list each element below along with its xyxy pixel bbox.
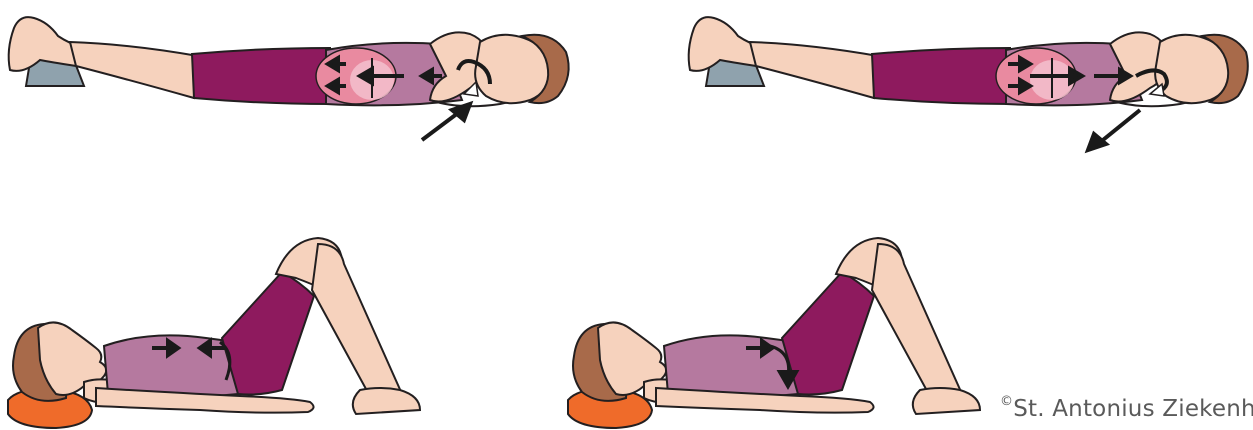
copyright-notice: ©St. Antonius Ziekenhu: [1000, 396, 1253, 422]
legs: [70, 42, 198, 98]
legs: [750, 42, 878, 98]
bodysuit: [872, 48, 1010, 104]
bodysuit: [192, 48, 330, 104]
copyright-text: St. Antonius Ziekenhu: [1013, 396, 1253, 422]
torso: [664, 335, 798, 397]
foot: [913, 388, 980, 414]
panel-prone-inhale: [0, 0, 600, 160]
bodysuit: [222, 272, 314, 395]
shin: [872, 244, 962, 400]
shin: [312, 244, 402, 400]
panel-supine-inhale: [0, 230, 440, 430]
foot: [353, 388, 420, 414]
panel-prone-exhale: [680, 0, 1253, 160]
panel-supine-exhale: [560, 230, 1000, 430]
copyright-symbol: ©: [1000, 394, 1013, 409]
